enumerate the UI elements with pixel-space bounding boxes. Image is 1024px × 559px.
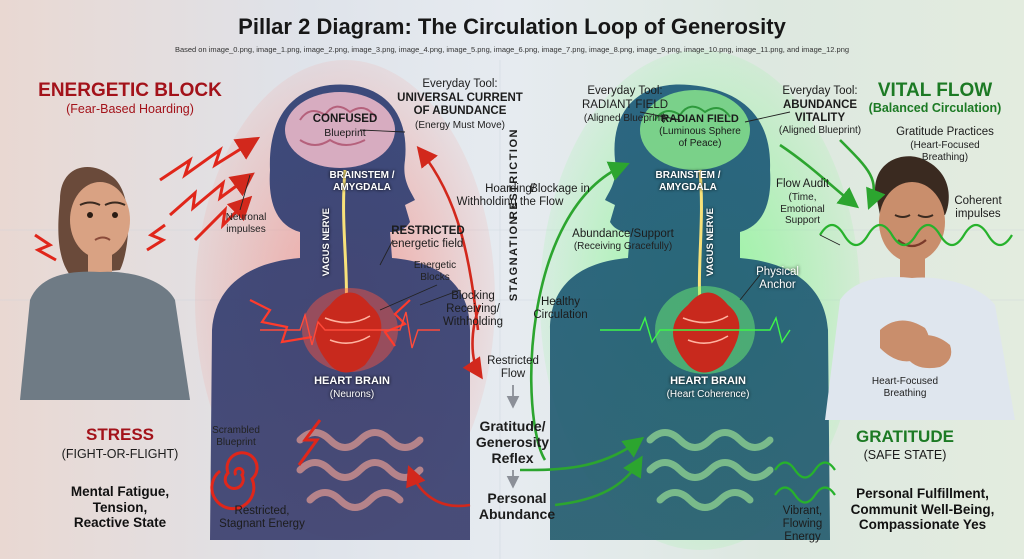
restricted-field-title: RESTRICTED xyxy=(391,225,465,237)
healthy-circulation-label: Healthy Circulation xyxy=(533,296,588,322)
right-heart-title: HEART BRAIN xyxy=(670,375,746,387)
calm-man-figure xyxy=(825,156,1015,420)
gratitude-practices-sub: (Heart-Focused Breathing) xyxy=(910,140,980,163)
vitality-tool-note: (Aligned Blueprint) xyxy=(778,125,862,136)
radiant-tool-name: RADIANT FIELD xyxy=(581,99,669,111)
blocking-label: Blocking Receiving/ Withholding xyxy=(442,290,504,329)
energetic-block-heading: ENERGETIC BLOCK xyxy=(38,80,222,101)
receiving-gracefully-label: (Receiving Gracefully) xyxy=(573,241,673,252)
green-flow-arrows xyxy=(519,139,886,507)
stress-effects: Mental Fatigue, Tension, Reactive State xyxy=(70,484,170,531)
leader-lines xyxy=(239,111,841,311)
red-loop-arrows xyxy=(406,145,483,508)
radiant-tool-note: (Aligned Blueprint) xyxy=(583,113,667,124)
page-subtitle: Based on image_0.png, image_1.png, image… xyxy=(174,45,850,54)
right-heart-subtitle: (Heart Coherence) xyxy=(666,389,750,400)
left-heart-title: HEART BRAIN xyxy=(314,375,390,387)
blockage-label: Blockage in xyxy=(530,183,590,195)
vital-flow-subheading: (Balanced Circulation) xyxy=(868,101,1002,115)
red-impulse-arrows xyxy=(159,136,322,466)
left-brain-title: CONFUSED xyxy=(312,113,378,125)
gratitude-subtitle: (SAFE STATE) xyxy=(863,448,947,462)
left-brainstem-label: BRAINSTEM / AMYGDALA xyxy=(329,170,395,193)
scrambled-blueprint-label: Scrambled Blueprint xyxy=(212,425,260,448)
stress-title: STRESS xyxy=(85,425,155,444)
vitality-tool-label: Everyday Tool: xyxy=(782,85,858,97)
radiant-tool-label: Everyday Tool: xyxy=(587,85,663,97)
vibrant-energy-label: Vibrant, Flowing Energy xyxy=(782,505,823,544)
page-title: Pillar 2 Diagram: The Circulation Loop o… xyxy=(238,14,786,39)
heart-breathing-label: Heart-Focused Breathing xyxy=(871,376,939,399)
stress-subtitle: (FIGHT-OR-FLIGHT) xyxy=(61,447,179,461)
right-brain-subtitle: (Luminous Sphere of Peace) xyxy=(659,126,741,149)
left-tool-label: Everyday Tool: xyxy=(422,78,498,90)
left-tool-note: (Energy Must Move) xyxy=(414,120,506,131)
restricted-flow-label: Restricted Flow xyxy=(487,355,539,381)
abundance-support-label: Abundance/Support xyxy=(572,228,674,240)
energetic-blocks-label: Energetic Blocks xyxy=(413,260,457,283)
physical-anchor-label: Physical Anchor xyxy=(756,266,799,292)
neuronal-impulses-label: Neuronal impulses xyxy=(225,212,267,235)
left-vagus-label: VAGUS NERVE xyxy=(321,208,332,277)
personal-abundance-label: Personal Abundance xyxy=(478,490,556,523)
spiral-icon xyxy=(210,451,259,511)
right-brainstem-label: BRAINSTEM / AMYGDALA xyxy=(655,170,721,193)
gratitude-effects: Personal Fulfillment, Communit Well-Bein… xyxy=(850,486,995,533)
restricted-energy-label: Restricted, Stagnant Energy xyxy=(219,505,305,531)
gratitude-title: GRATITUDE xyxy=(856,427,954,446)
gratitude-reflex-label: Gratitude/ Generosity Reflex xyxy=(475,418,550,467)
coherence-waves xyxy=(774,223,1013,504)
stressed-woman-figure xyxy=(20,167,190,400)
flow-audit-subtitle: (Time, Emotional Support xyxy=(780,192,825,226)
left-body-figure xyxy=(195,60,495,541)
gratitude-practices-label: Gratitude Practices xyxy=(896,126,994,138)
energetic-block-subheading: (Fear-Based Hoarding) xyxy=(66,102,194,116)
left-brain-subtitle: Blueprint xyxy=(324,127,366,139)
left-heart-subtitle: (Neurons) xyxy=(329,389,375,400)
vitality-tool-name: ABUNDANCE VITALITY xyxy=(782,99,858,125)
flow-audit-label: Flow Audit xyxy=(775,178,830,190)
coherent-impulses-label: Coherent impulses xyxy=(954,195,1002,221)
right-vagus-label: VAGUS NERVE xyxy=(705,208,716,277)
hoarding-label: Hoarding/ Withholding the Flow xyxy=(456,183,564,209)
restricted-field-subtitle: energetic field xyxy=(391,238,464,250)
vital-flow-heading: VITAL FLOW xyxy=(877,80,993,101)
right-brain-title: RADIAN FIELD xyxy=(661,113,739,125)
left-tool-name: UNIVERSAL CURRENT OF ABUNDANCE xyxy=(397,92,523,118)
stagnation-vertical-label: STAGNATION xyxy=(508,215,520,302)
